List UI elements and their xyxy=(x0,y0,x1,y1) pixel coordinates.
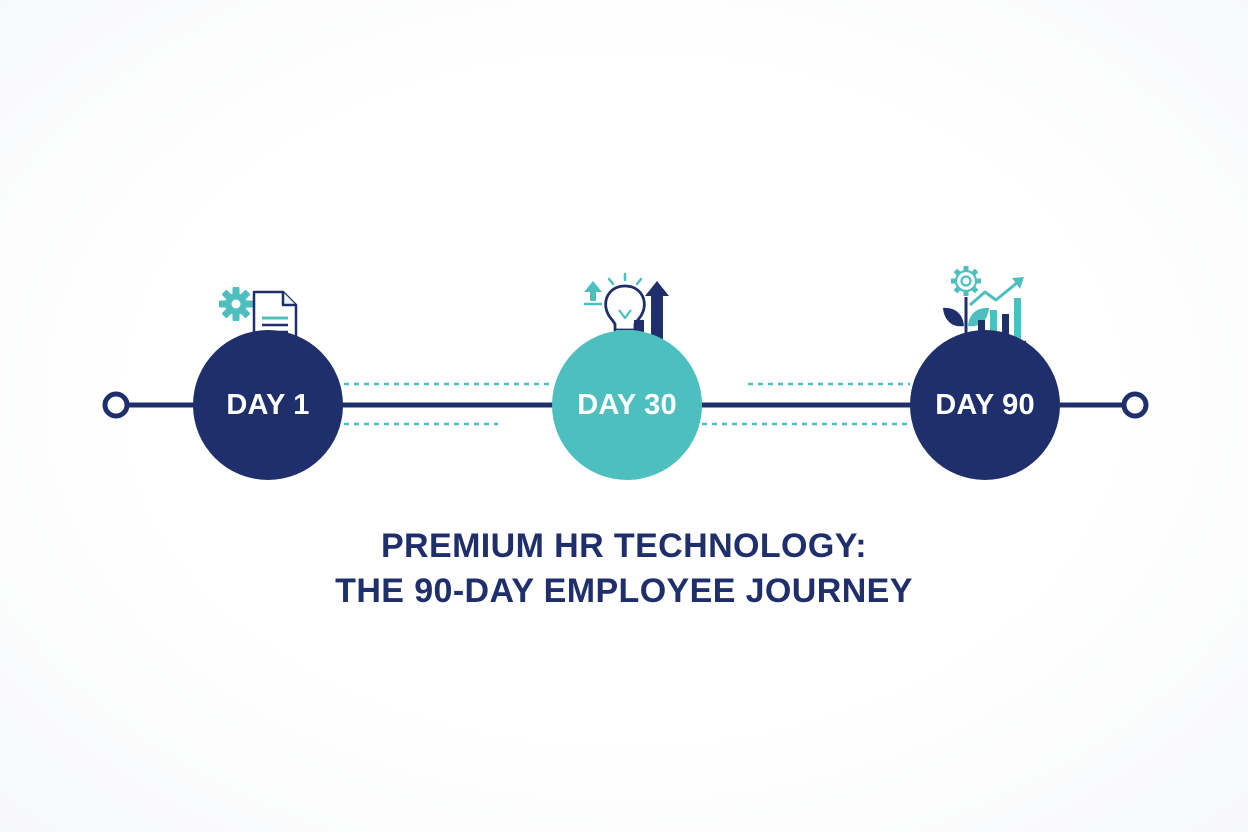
milestone-label: DAY 30 xyxy=(577,388,677,421)
upload-arrow-icon xyxy=(584,281,602,306)
milestone-day-1: DAY 1 xyxy=(193,330,343,480)
milestone-label: DAY 1 xyxy=(226,388,310,421)
milestone-day-90: DAY 90 xyxy=(910,330,1060,480)
page-title: PREMIUM HR TECHNOLOGY: THE 90-DAY EMPLOY… xyxy=(224,524,1024,614)
gear-icon xyxy=(951,266,981,296)
timeline-end-node xyxy=(1121,391,1149,419)
title-line-2: THE 90-DAY EMPLOYEE JOURNEY xyxy=(335,572,913,610)
timeline-start-node xyxy=(102,391,130,419)
milestone-day-30: DAY 30 xyxy=(552,330,702,480)
title-line-1: PREMIUM HR TECHNOLOGY: xyxy=(380,527,868,565)
gear-icon xyxy=(219,287,253,321)
milestone-label: DAY 90 xyxy=(935,388,1035,421)
